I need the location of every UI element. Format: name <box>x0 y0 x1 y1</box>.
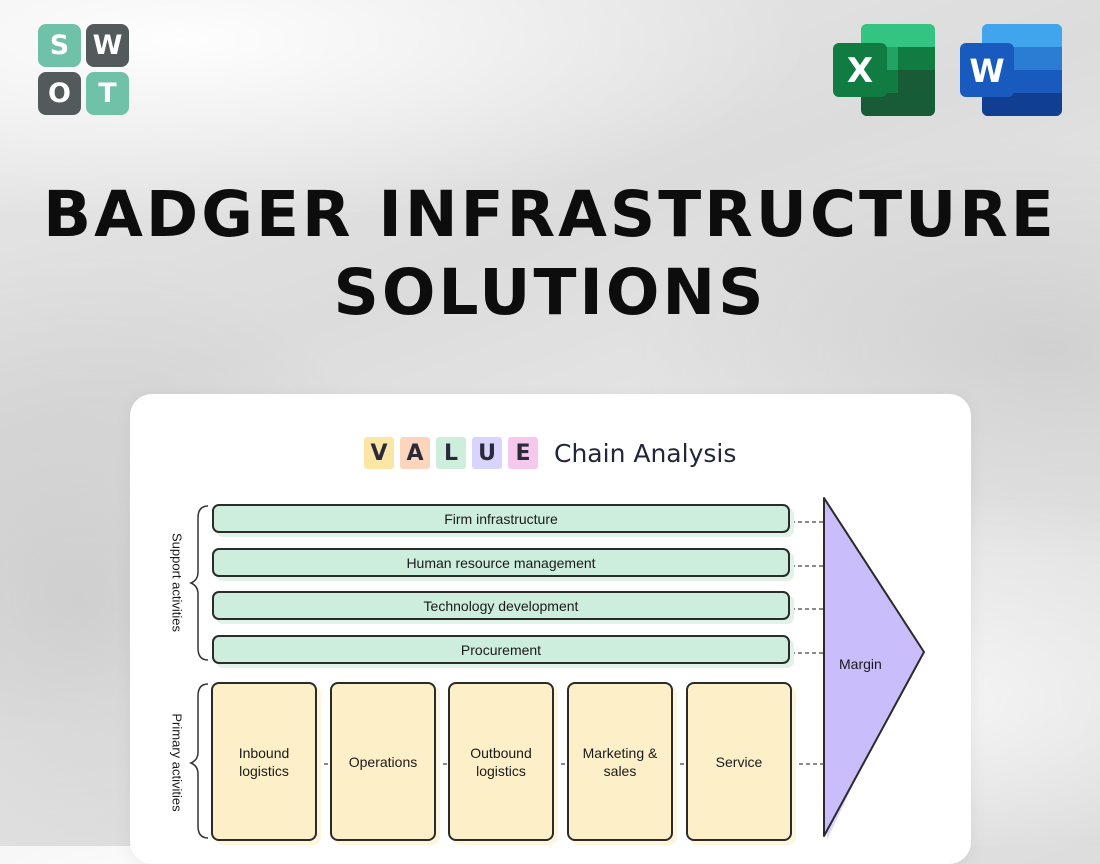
primary-activities-label: Primary activities <box>169 713 185 812</box>
word-letter: W <box>969 52 1004 90</box>
support-activities-label: Support activities <box>169 533 185 632</box>
logo-tile-s: S <box>38 24 81 67</box>
support-bar-firm-infrastructure: Firm infrastructure <box>212 504 790 533</box>
support-bar-procurement: Procurement <box>212 635 790 664</box>
swot-logo: S W O T <box>38 24 130 116</box>
margin-label: Margin <box>839 656 882 672</box>
primary-box-service: Service <box>686 682 792 841</box>
excel-icon: X <box>833 24 935 116</box>
logo-tile-t: T <box>86 72 129 115</box>
page-title: BADGER INFRASTRUCTURE SOLUTIONS <box>0 176 1100 332</box>
excel-letter: X <box>847 51 873 91</box>
card-header: V A L U E Chain Analysis <box>364 436 736 470</box>
letter-tile-a: A <box>400 437 430 469</box>
word-icon: W <box>960 24 1062 116</box>
logo-tile-w: W <box>86 24 129 67</box>
support-brace <box>189 505 209 661</box>
value-chain-diagram <box>189 497 925 840</box>
letter-tile-l: L <box>436 437 466 469</box>
margin-arrow <box>823 497 925 837</box>
logo-tile-o: O <box>38 72 81 115</box>
page-title-line-1: BADGER INFRASTRUCTURE <box>43 178 1057 251</box>
primary-brace <box>189 683 209 839</box>
support-connectors <box>791 521 824 654</box>
primary-box-marketing-sales: Marketing & sales <box>567 682 673 841</box>
page-title-line-2: SOLUTIONS <box>333 256 767 329</box>
letter-tile-u: U <box>472 437 502 469</box>
letter-tile-e: E <box>508 437 538 469</box>
value-chain-card: V A L U E Chain Analysis Suppo <box>130 394 971 864</box>
primary-box-inbound-logistics: Inbound logistics <box>211 682 317 841</box>
support-bar-human-resource-management: Human resource management <box>212 548 790 577</box>
primary-box-operations: Operations <box>330 682 436 841</box>
support-bar-technology-development: Technology development <box>212 591 790 620</box>
letter-tile-v: V <box>364 437 394 469</box>
card-title: Chain Analysis <box>554 438 737 468</box>
primary-box-outbound-logistics: Outbound logistics <box>448 682 554 841</box>
